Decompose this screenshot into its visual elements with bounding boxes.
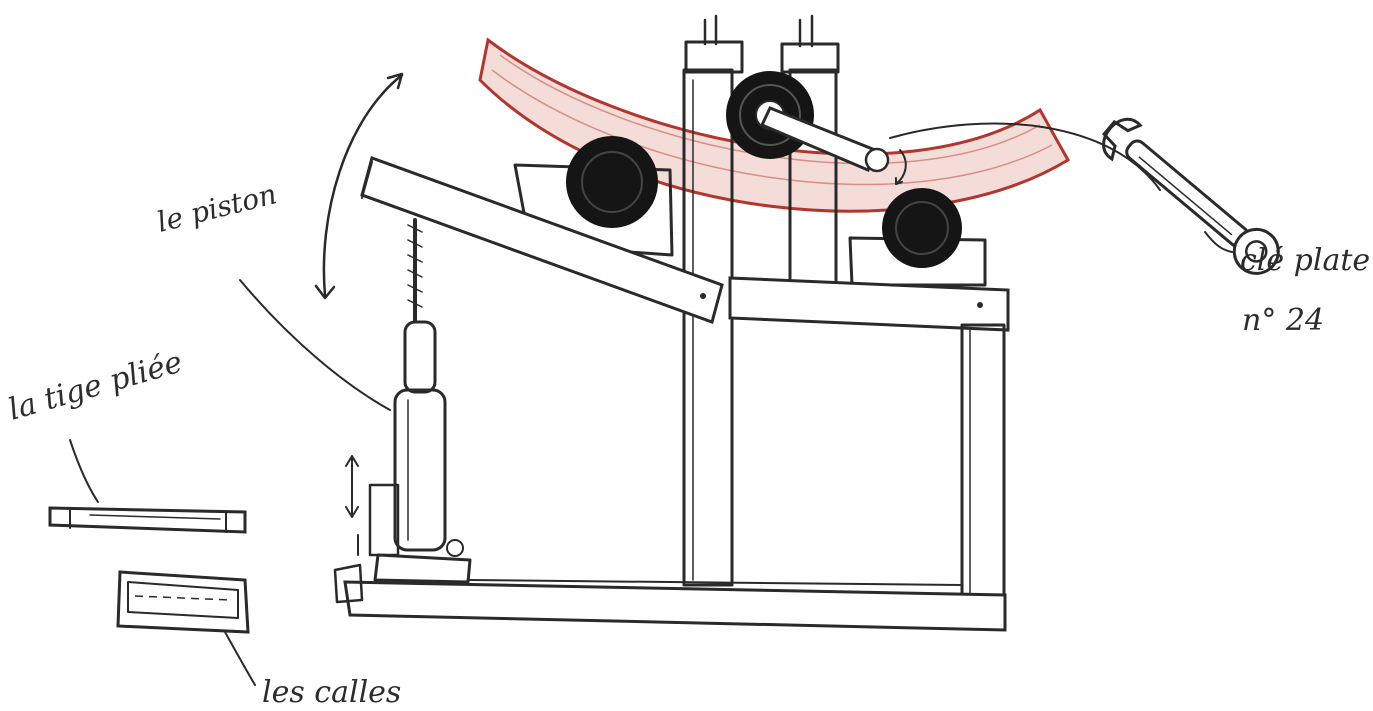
hydraulic-jack (370, 220, 470, 582)
base-plank (335, 565, 1005, 630)
label-wrench: clé plate (1240, 243, 1370, 278)
wedge-block (118, 572, 248, 632)
folded-rod (50, 508, 245, 532)
right-leg (962, 325, 1004, 600)
label-wrench-size: n° 24 (1242, 303, 1324, 338)
label-rod: la tige pliée (5, 345, 187, 428)
label-wedges: les calles (262, 675, 401, 710)
double-arrow-icon (346, 456, 358, 555)
label-piston: le piston (154, 177, 280, 238)
